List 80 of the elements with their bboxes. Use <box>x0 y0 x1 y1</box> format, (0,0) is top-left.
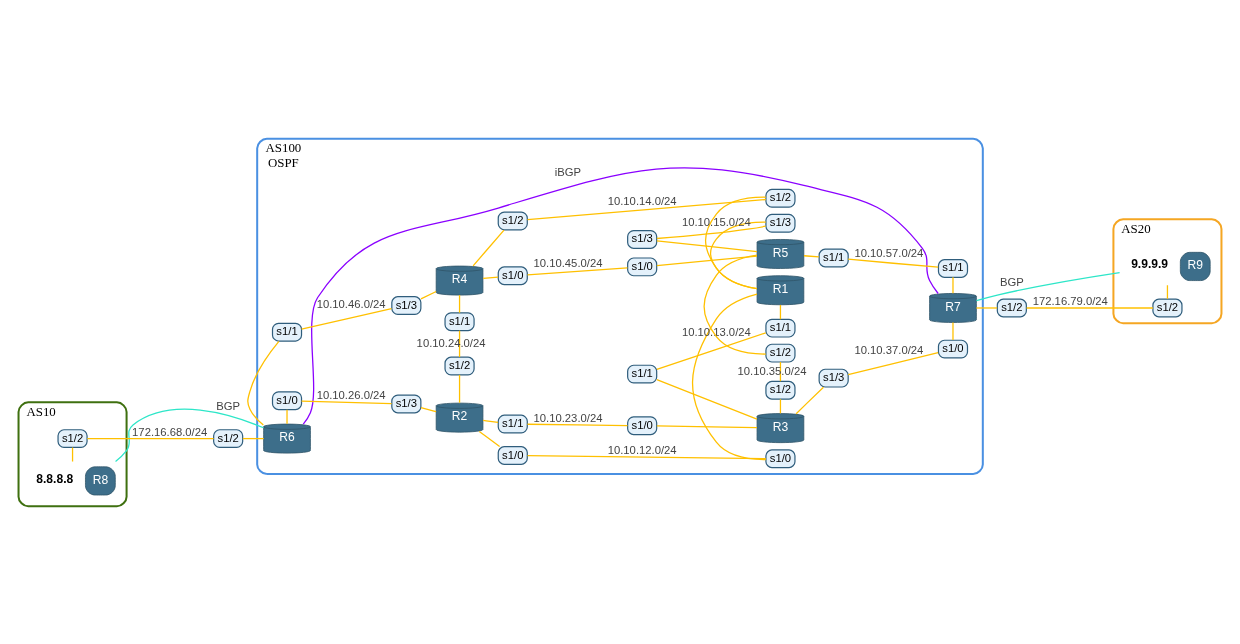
node-box: s1/2 <box>765 343 796 363</box>
node-box: s1/2 <box>765 188 796 208</box>
connector <box>458 373 461 403</box>
node-box: s1/2 <box>57 428 88 448</box>
node-box: s1/3 <box>818 368 849 388</box>
connector <box>795 386 825 414</box>
node-box: s1/2 <box>765 380 796 400</box>
node-box: s1/1 <box>818 248 849 267</box>
connector <box>526 266 629 275</box>
connector <box>114 408 265 462</box>
connector <box>86 437 215 439</box>
connector <box>656 239 758 252</box>
node-box: s1/3 <box>765 213 796 233</box>
connector <box>1025 306 1154 309</box>
node-box: s1/0 <box>627 256 658 276</box>
connector <box>975 306 998 309</box>
node-box: s1/3 <box>627 229 658 249</box>
connector <box>286 408 288 424</box>
node-box: s1/0 <box>627 415 658 435</box>
connector <box>242 437 265 439</box>
node-box: s1/1 <box>765 318 796 338</box>
node-box: s1/2 <box>996 298 1027 317</box>
connector <box>952 321 954 341</box>
connector <box>247 340 280 426</box>
connector <box>302 166 939 425</box>
connector <box>420 290 437 299</box>
edge-label: 10.10.14.0/24 <box>607 194 677 207</box>
connector <box>420 406 437 412</box>
connector <box>656 424 758 428</box>
edge-label: 10.10.37.0/24 <box>854 343 924 356</box>
node-box: s1/3 <box>391 295 422 315</box>
connector <box>704 196 767 289</box>
node-box: s1/1 <box>497 414 528 434</box>
connector <box>709 221 767 289</box>
connector <box>656 254 758 266</box>
connector <box>482 275 499 279</box>
connector <box>300 399 393 404</box>
node-box: s1/2 <box>497 210 528 230</box>
connector <box>952 276 954 294</box>
connector <box>482 419 499 423</box>
edge-label: BGP <box>216 399 241 412</box>
connector <box>975 271 1121 301</box>
edge-label: 172.16.79.0/24 <box>1032 294 1108 307</box>
node-box: s1/2 <box>444 356 475 375</box>
edge-label: 10.10.26.0/24 <box>316 388 386 401</box>
connector <box>526 198 767 220</box>
edge-label: iBGP <box>554 165 582 178</box>
connector <box>478 430 501 447</box>
edge-label: 10.10.46.0/24 <box>316 297 386 310</box>
node-box: s1/0 <box>765 448 796 468</box>
connector <box>691 293 767 460</box>
node-box: s1/0 <box>937 339 969 359</box>
connector <box>656 378 758 420</box>
connector <box>847 258 939 268</box>
edge-label: 10.10.23.0/24 <box>533 411 603 424</box>
node-box: s1/1 <box>627 364 658 384</box>
connector <box>656 225 767 239</box>
node-box: s1/2 <box>213 428 244 448</box>
connector <box>526 423 629 426</box>
edge-label: 172.16.68.0/24 <box>132 425 208 438</box>
node-box: s1/1 <box>444 311 475 331</box>
connector <box>803 254 820 258</box>
node-box: s1/0 <box>271 390 303 410</box>
node-box: s1/2 <box>1152 298 1183 317</box>
node-box: s1/0 <box>497 445 528 465</box>
node-label: 9.9.9.9 <box>1131 256 1169 271</box>
edge-label: 10.10.57.0/24 <box>854 246 924 259</box>
connector <box>703 254 767 355</box>
connector <box>300 307 393 330</box>
edge-label: 10.10.12.0/24 <box>607 443 677 456</box>
node-box: s1/3 <box>391 393 422 413</box>
connector <box>472 228 505 266</box>
node-box: s1/0 <box>497 265 528 285</box>
node-box: s1/1 <box>937 258 969 278</box>
connector <box>847 351 939 375</box>
connector <box>526 454 767 459</box>
node-box: s1/1 <box>271 322 303 342</box>
edge-label: BGP <box>999 275 1024 288</box>
node-label: 8.8.8.8 <box>36 471 74 486</box>
edge-label: 10.10.45.0/24 <box>533 256 603 269</box>
